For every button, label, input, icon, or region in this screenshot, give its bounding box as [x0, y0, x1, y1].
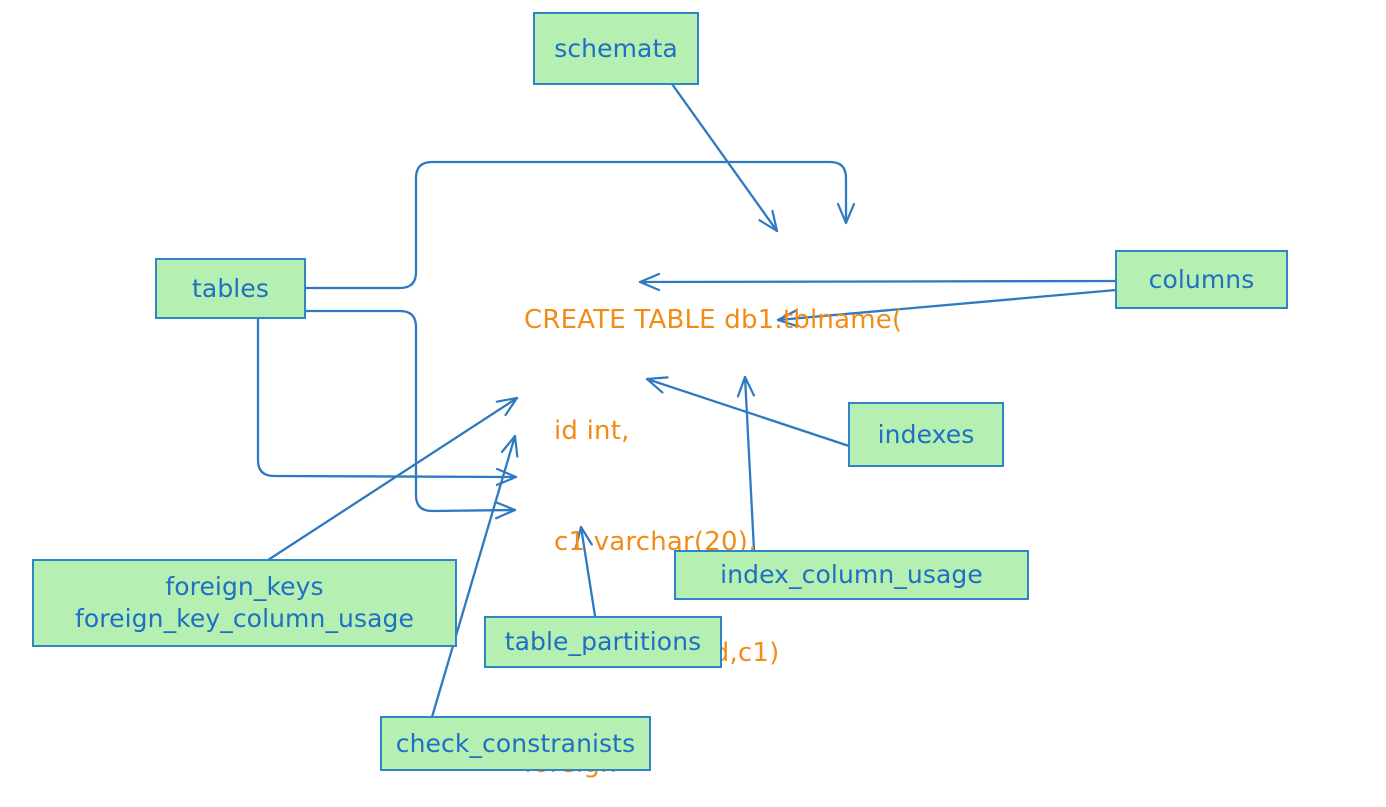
code-line-2: id int,	[554, 416, 630, 446]
node-table-partitions[interactable]: table_partitions	[484, 616, 722, 668]
edge-foreign-keys-to-foreign	[263, 396, 519, 564]
node-tables-label: tables	[192, 273, 269, 303]
node-schemata-label: schemata	[554, 33, 678, 63]
node-columns[interactable]: columns	[1115, 250, 1288, 309]
edge-tables-to-partition	[304, 309, 517, 511]
edge-schemata-to-create	[655, 61, 779, 233]
node-index-column-usage-label: index_column_usage	[720, 560, 983, 589]
node-foreign-keys-label-line2: foreign_key_column_usage	[75, 604, 414, 633]
node-indexes[interactable]: indexes	[848, 402, 1004, 467]
node-check-constranists[interactable]: check_constranists	[380, 716, 651, 771]
node-check-constranists-label: check_constranists	[395, 728, 636, 758]
node-schemata[interactable]: schemata	[533, 12, 699, 85]
node-index-column-usage[interactable]: index_column_usage	[674, 550, 1029, 600]
node-columns-label: columns	[1148, 264, 1255, 294]
node-indexes-label: indexes	[877, 419, 975, 449]
node-foreign-keys-label-line1: foreign_keys	[165, 572, 324, 601]
edge-tables-to-comment	[256, 317, 518, 477]
node-foreign-keys[interactable]: foreign_keys foreign_key_column_usage	[32, 559, 457, 647]
node-tables[interactable]: tables	[155, 258, 306, 319]
node-table-partitions-label: table_partitions	[504, 627, 702, 656]
code-line-1: CREATE TABLE db1.tblname(	[524, 305, 903, 335]
